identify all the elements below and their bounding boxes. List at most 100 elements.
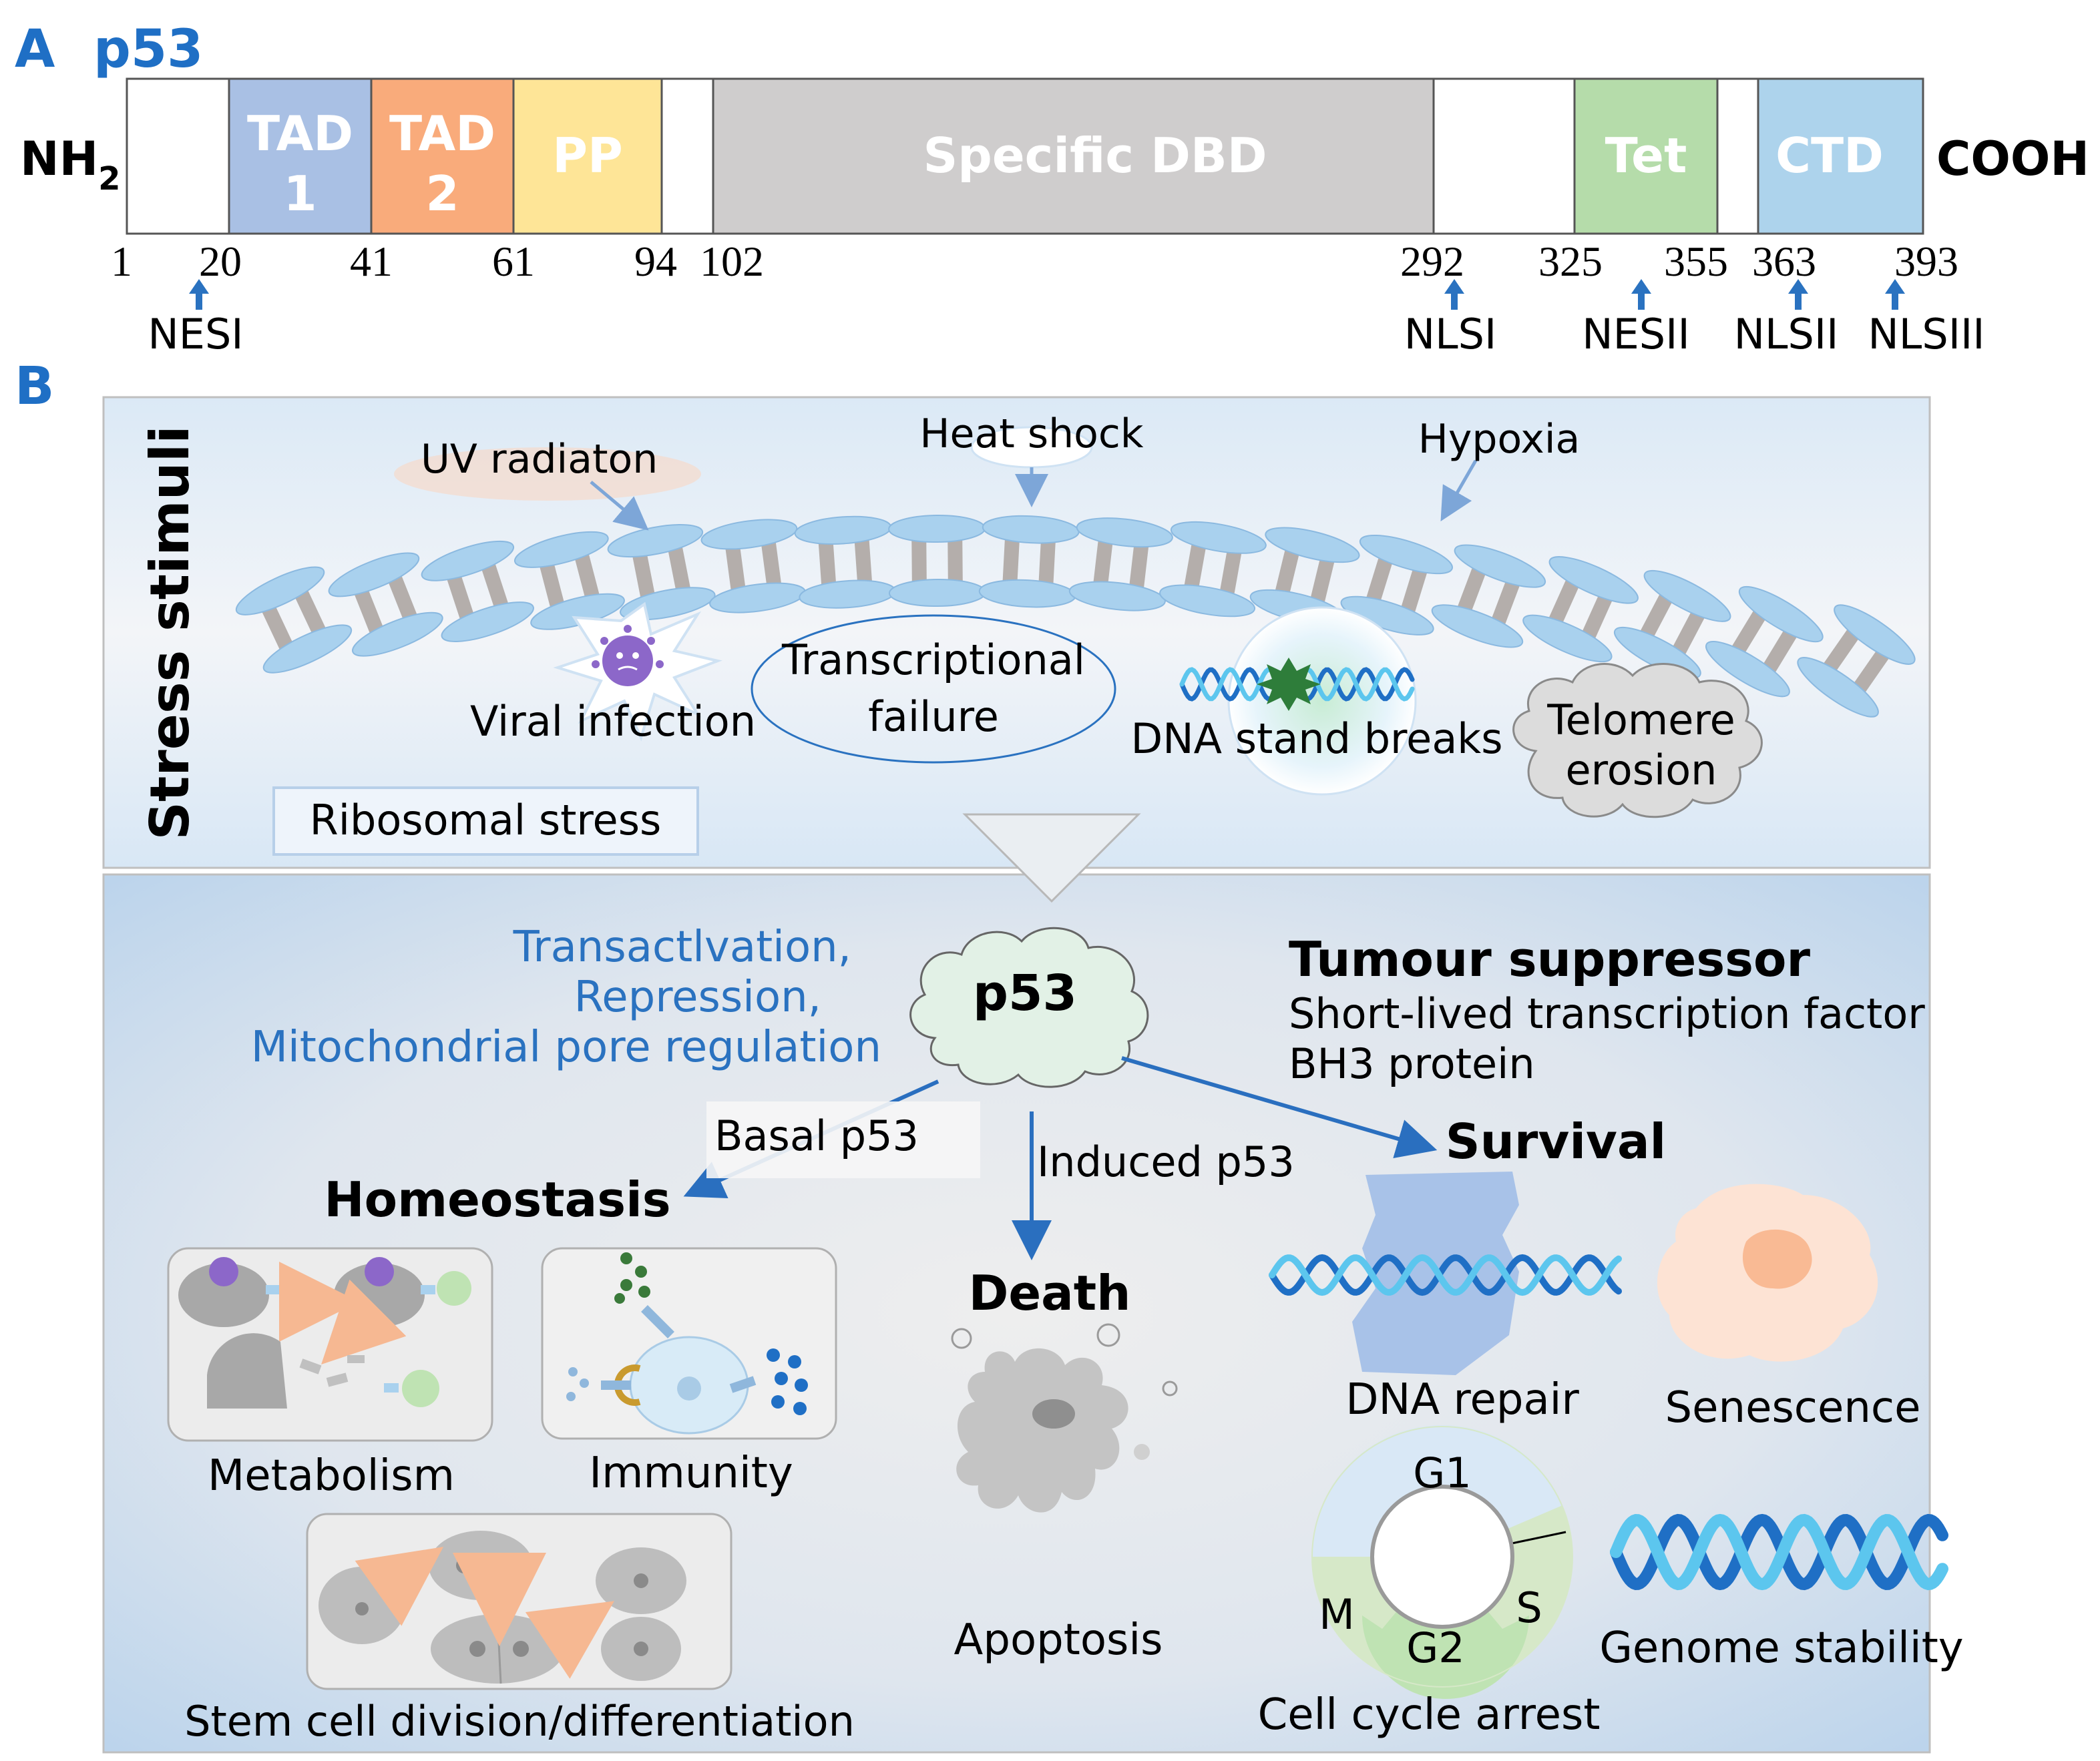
lipid-tail (911, 534, 927, 588)
domain-ctd: CTD (1757, 77, 1924, 235)
domain-tad2: TAD 2 (370, 77, 515, 235)
telomere-cloud-icon (1512, 663, 1763, 818)
domain-tad1-line1: TAD (247, 105, 353, 162)
transcriptional-oval (751, 614, 1116, 764)
lipid-tail (1128, 539, 1150, 594)
tumour-line2: BH3 protein (1289, 1039, 1535, 1088)
stress-panel: Stress stimuli UV radiaton Heat shock Hy… (102, 396, 1931, 869)
bilayer-unit (978, 515, 1080, 608)
lipid-head (1159, 584, 1256, 617)
transcriptional-line2: failure (868, 692, 999, 741)
death-label: Death (969, 1265, 1131, 1321)
stem-cell-illustration (306, 1513, 732, 1690)
lipid-tail (631, 547, 656, 603)
lipid-tail (818, 536, 837, 591)
lipid-tail (1399, 562, 1429, 618)
lipid-head (441, 601, 534, 642)
survival-label: Survival (1446, 1113, 1666, 1170)
bilayer-unit (700, 519, 806, 613)
lipid-tail (352, 583, 386, 639)
function-mitochondrial: Mitochondrial pore regulation (251, 1023, 881, 1072)
lipid-tail (948, 533, 963, 587)
stem-label: Stem cell division/differentiation (184, 1697, 855, 1746)
tumour-title: Tumour suppressor (1289, 931, 1810, 987)
nesi-arrow-icon (189, 279, 209, 310)
domain-tet-box (1573, 77, 1719, 235)
viral-label: Viral infection (470, 697, 756, 746)
domain-pp-box (512, 77, 663, 235)
basal-label: Basal p53 (714, 1111, 919, 1160)
bilayer-unit (1522, 556, 1639, 663)
phase-g2: G2 (1406, 1623, 1465, 1672)
lipid-head (1522, 614, 1613, 663)
lipid-head (1265, 527, 1360, 563)
lipid-tail (1309, 552, 1336, 608)
domain-pp-label: PP (552, 128, 623, 184)
domain-pp: PP (512, 77, 663, 235)
genome-helix-icon (1610, 1513, 1948, 1591)
lipid-tail (1729, 605, 1769, 660)
lipid-head (235, 566, 325, 615)
n-terminus-subscript: 2 (98, 160, 120, 198)
domain-tad1-box (228, 77, 373, 235)
lipid-tail (1092, 535, 1114, 590)
bilayer-unit (328, 552, 443, 657)
cell-cycle-diagram (1311, 1425, 1573, 1699)
lipid-tail (1669, 605, 1707, 660)
panel-a-title: p53 (93, 19, 203, 79)
bilayer-unit (1705, 585, 1824, 698)
bilayer-unit (421, 540, 534, 642)
lipid-head (1170, 521, 1267, 554)
lipid-tail (1820, 624, 1863, 677)
lipid-tail (1364, 552, 1395, 607)
panel-b-label: B (15, 356, 54, 417)
response-panel: p53 Transactlvation, Repression, Mitocho… (102, 813, 1964, 1754)
lipid-tail (1038, 535, 1056, 590)
senescent-nucleus-icon (1742, 1229, 1812, 1289)
bilayer-unit (1068, 517, 1173, 611)
funnel-icon (962, 813, 1141, 903)
signal-labels: NESI NLSI NESII NLSII NLSIII (148, 310, 1984, 358)
apoptosis-cell-icon (951, 1323, 1178, 1513)
position-355: 355 (1664, 238, 1728, 285)
dna-break-star-icon (1257, 658, 1321, 711)
lipid-head (262, 624, 353, 674)
ribosomal-box (272, 786, 699, 856)
membrane-bilayer (235, 515, 1916, 718)
homeostasis-label: Homeostasis (324, 1172, 670, 1228)
lipid-head (1643, 569, 1731, 622)
arrow-to-survival (1121, 1056, 1438, 1159)
n-terminus-text: NH (20, 132, 98, 186)
dna-breaks-label: DNA stand breaks (1130, 714, 1502, 763)
virus-icon (592, 625, 664, 686)
signal-nlsiii: NLSIII (1868, 310, 1984, 358)
lipid-head (1359, 535, 1453, 575)
lipid-tail (724, 541, 747, 596)
bilayer-unit (235, 566, 353, 674)
domain-tad1-line2: 1 (283, 166, 317, 222)
function-transactivation: Transactlvation, (513, 923, 851, 972)
hypoxia-label: Hypoxia (1418, 416, 1581, 463)
hypoxia-arrow (1440, 459, 1478, 521)
induced-label: Induced p53 (1037, 1138, 1295, 1186)
position-20: 20 (199, 238, 242, 285)
lipid-head (1548, 556, 1639, 604)
lipid-head (421, 540, 515, 581)
phase-m: M (1319, 1590, 1355, 1639)
lipid-head (1454, 544, 1546, 588)
helix-strand (1610, 1513, 1948, 1591)
lipid-tail (1637, 589, 1676, 644)
lipid-tail (573, 548, 601, 604)
cell-cycle-label: Cell cycle arrest (1258, 1690, 1601, 1740)
metabolism-illustration (167, 1247, 493, 1442)
lipid-tail (1273, 544, 1301, 600)
nlsi-arrow-icon (1444, 279, 1464, 310)
lipid-tail (1219, 545, 1243, 600)
position-41: 41 (350, 238, 393, 285)
lipid-tail (538, 557, 566, 613)
bilayer-unit (513, 531, 625, 630)
c-terminus-label: COOH (1936, 132, 2089, 186)
signal-nesi: NESI (148, 310, 243, 358)
n-terminus-label: NH2 (20, 132, 121, 198)
lipid-head (700, 519, 798, 550)
